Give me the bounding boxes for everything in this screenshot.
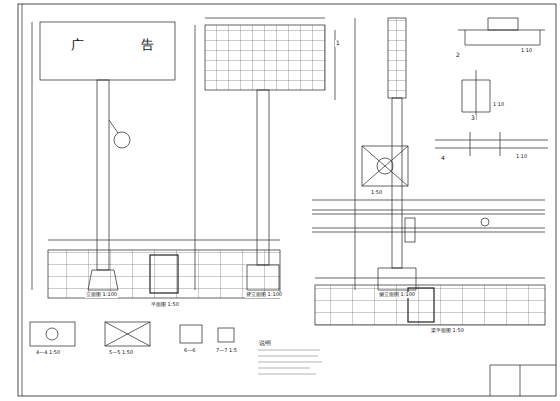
drawing-label: 2 [455,52,461,59]
drawing-label: 说明 [258,340,272,347]
drawing-label: 1 [335,40,341,47]
drawing-label: 1:10 [492,102,505,108]
drawing-label: 背立面图 1:100 [245,292,283,298]
drawing-label: 侧立面图 1:100 [378,292,416,298]
drawing-label: 6—6 [183,348,196,354]
drawing-label: 1:50 [370,190,383,196]
drawing-label: 4—4 1:50 [35,350,61,356]
drawing-label: 1:10 [520,48,533,54]
drawing-label: 1:10 [515,154,528,160]
drawing-label: 平面图 1:50 [150,302,180,308]
drawing-label: 梁平面图 1:50 [430,328,465,334]
drawing-label: 4 [440,155,446,162]
billboard-text: 告 [140,38,155,52]
drawing-label: 7—7 1:5 [215,348,238,354]
drawing-label: 5—5 1:50 [108,350,134,356]
drawing-label: 3 [470,115,476,122]
drawing-label: 立面图 1:100 [85,292,118,298]
billboard-text: 广 [70,38,85,52]
